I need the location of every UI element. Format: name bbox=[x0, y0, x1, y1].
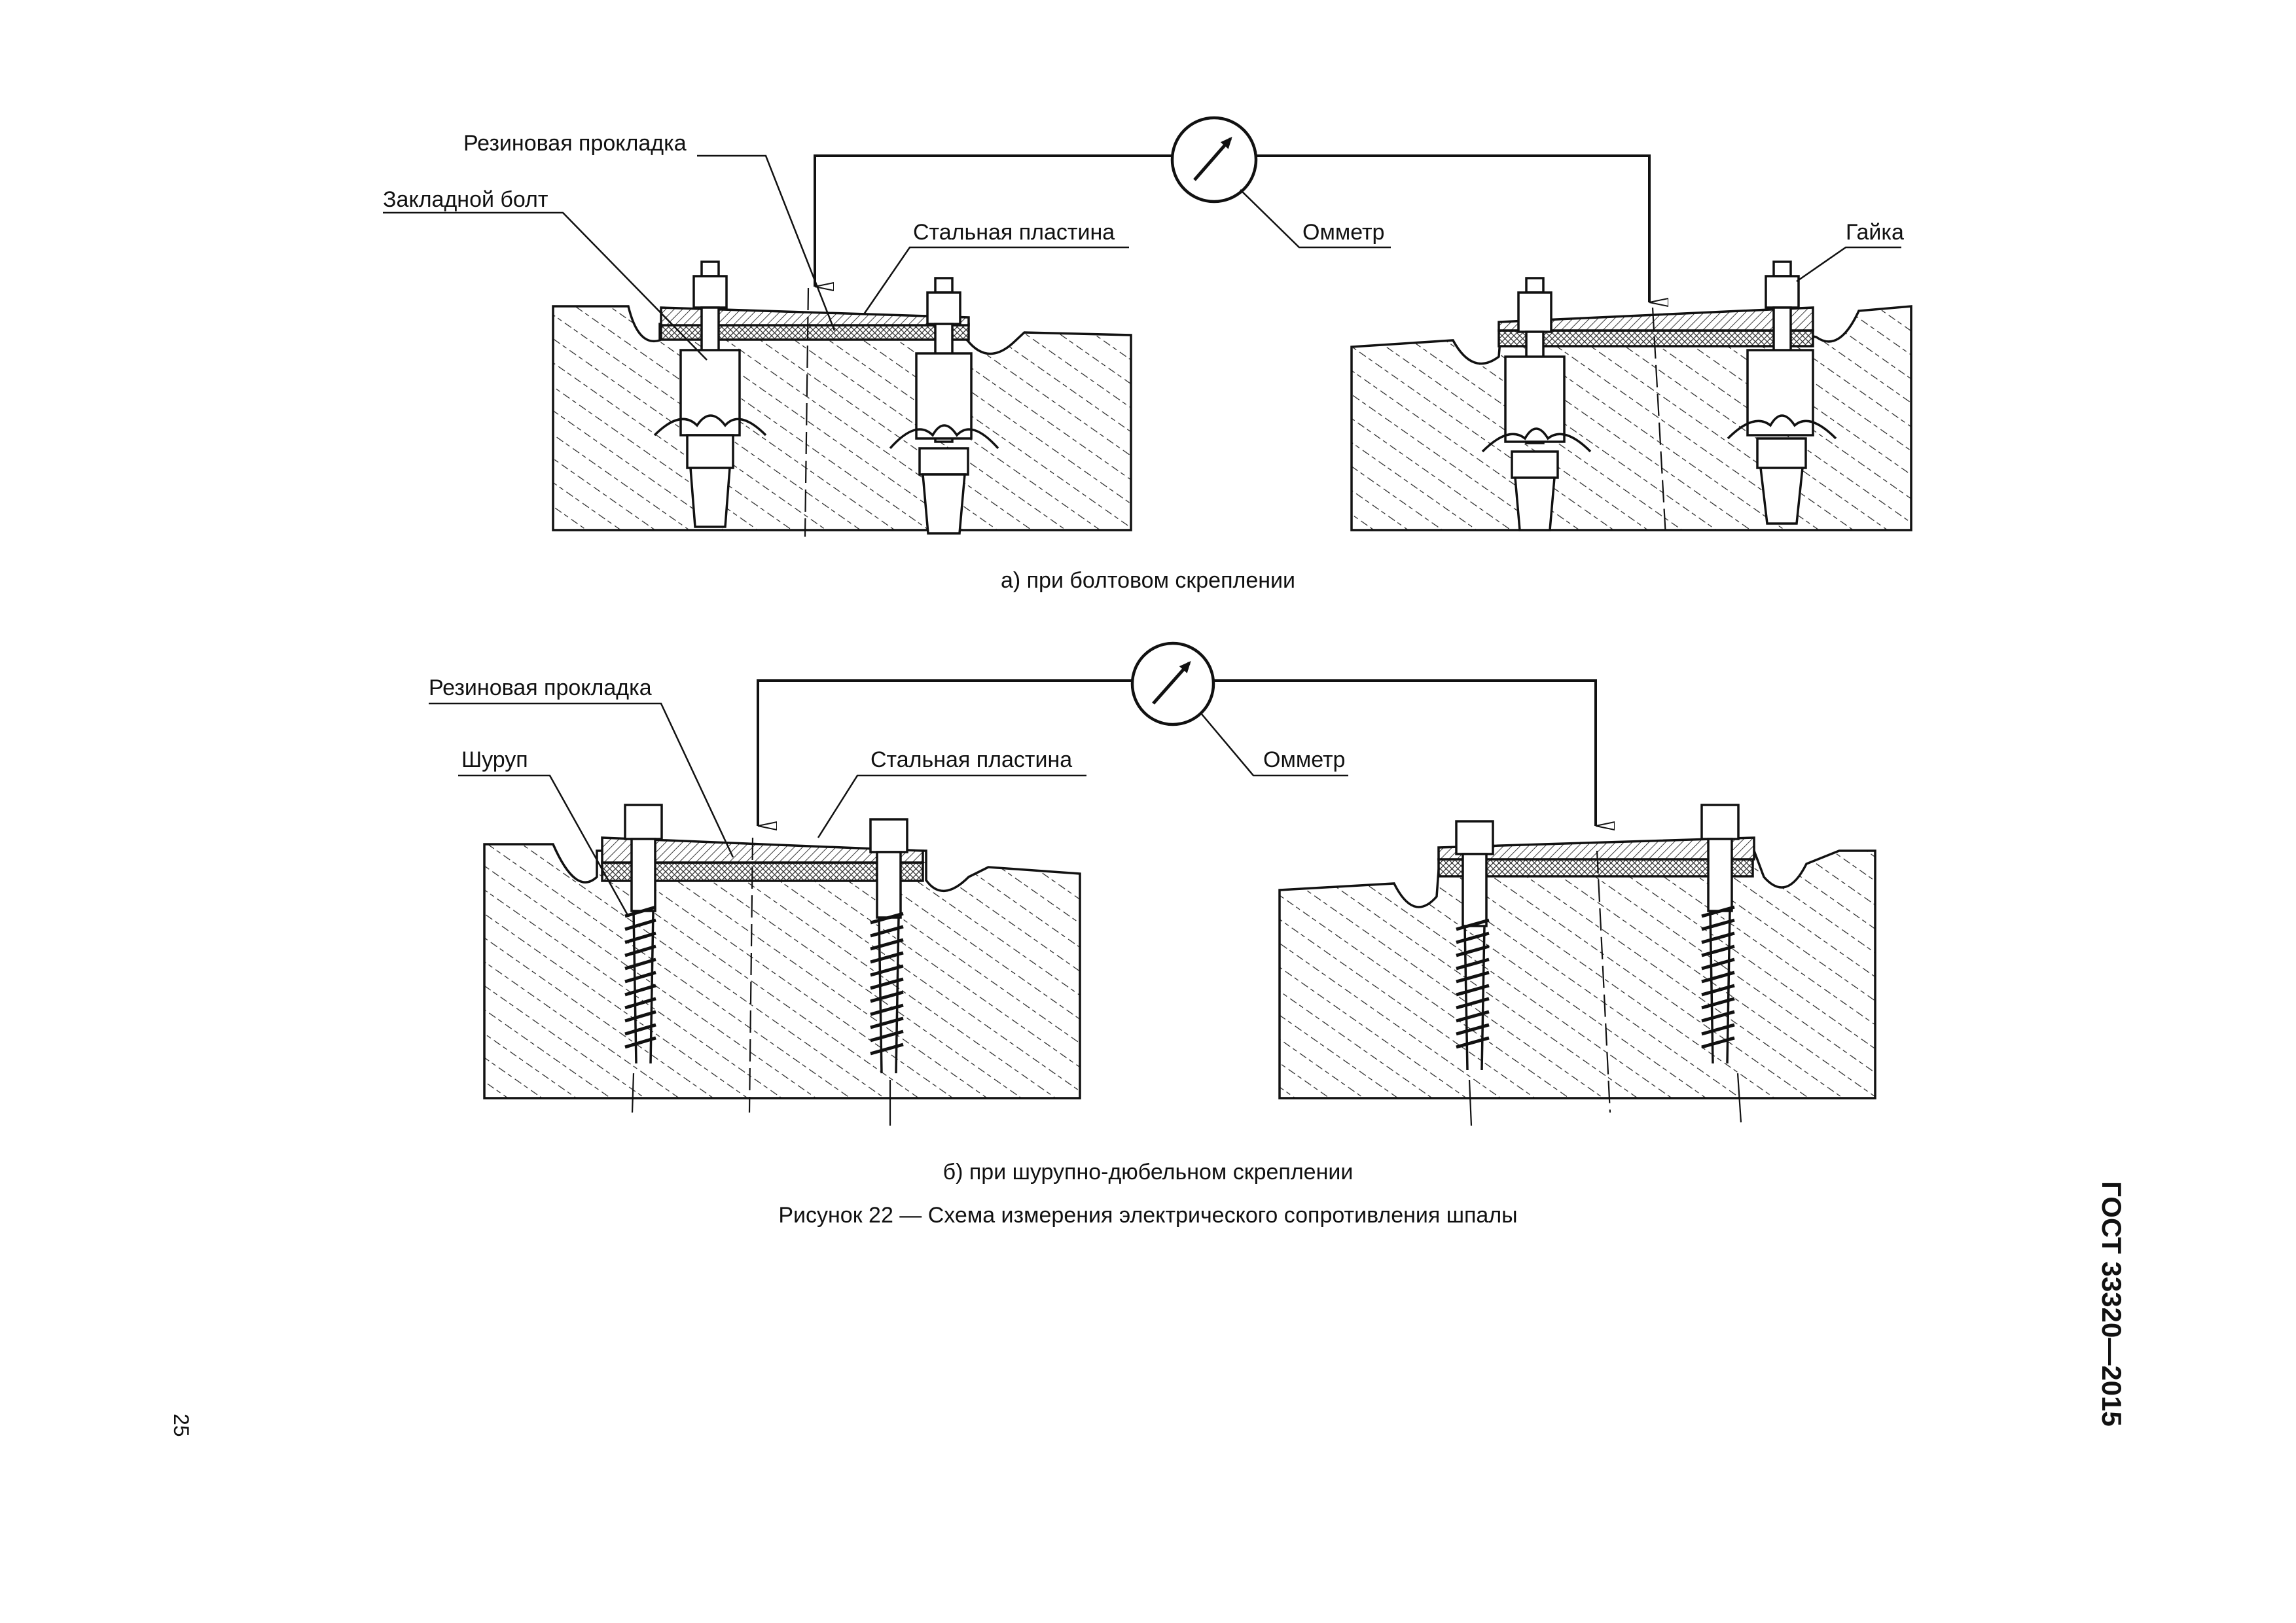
anchor-bolt bbox=[889, 277, 999, 535]
panel-a bbox=[552, 260, 1912, 535]
ohmmeter-circuit-b bbox=[631, 641, 1742, 1126]
ohmmeter-circuit-a bbox=[804, 116, 1666, 537]
caption-panel-a: а) при болтовом скреплении bbox=[1000, 568, 1296, 593]
label-nut: Гайка bbox=[1846, 220, 1904, 245]
leaders-b bbox=[429, 702, 1348, 917]
anchor-bolt bbox=[1481, 277, 1592, 531]
steel-plate-a-left bbox=[660, 306, 970, 327]
labels-b: Резиновая прокладка Шуруп Стальная пласт… bbox=[429, 675, 1345, 772]
steel-plate-b-right bbox=[1437, 836, 1755, 861]
sleeper-b-right bbox=[1278, 849, 1876, 1099]
standard-code: ГОСТ 33320—2015 bbox=[2096, 1181, 2127, 1427]
label-steel-plate-a: Стальная пластина bbox=[913, 220, 1115, 245]
anchor-bolt bbox=[653, 260, 767, 528]
anchor-bolt bbox=[1727, 260, 1837, 525]
label-screw: Шуруп bbox=[461, 747, 528, 772]
label-rubber-pad-a: Резиновая прокладка bbox=[463, 131, 687, 156]
figure-title: Рисунок 22 — Схема измерения электрическ… bbox=[778, 1203, 1518, 1228]
label-ohmmeter-a: Омметр bbox=[1302, 220, 1384, 245]
screw bbox=[869, 818, 908, 1074]
panel-b bbox=[483, 804, 1876, 1099]
label-rubber-pad-b: Резиновая прокладка bbox=[429, 675, 652, 700]
page-number: 25 bbox=[170, 1414, 193, 1437]
sleeper-b-left bbox=[483, 843, 1081, 1099]
label-anchor-bolt: Закладной болт bbox=[383, 187, 548, 212]
label-steel-plate-b: Стальная пластина bbox=[870, 747, 1072, 772]
screw bbox=[1455, 820, 1494, 1071]
screw bbox=[624, 804, 663, 1064]
labels-a: Резиновая прокладка Закладной болт Сталь… bbox=[383, 131, 1904, 245]
caption-panel-b: б) при шурупно-дюбельном скреплении bbox=[942, 1160, 1354, 1185]
steel-plate-b-left bbox=[601, 836, 924, 864]
screw bbox=[1700, 804, 1740, 1064]
steel-plate-a-right bbox=[1498, 306, 1814, 332]
label-ohmmeter-b: Омметр bbox=[1263, 747, 1345, 772]
ohmmeter-dial-b bbox=[1130, 641, 1215, 726]
leaders-a bbox=[383, 154, 1901, 361]
